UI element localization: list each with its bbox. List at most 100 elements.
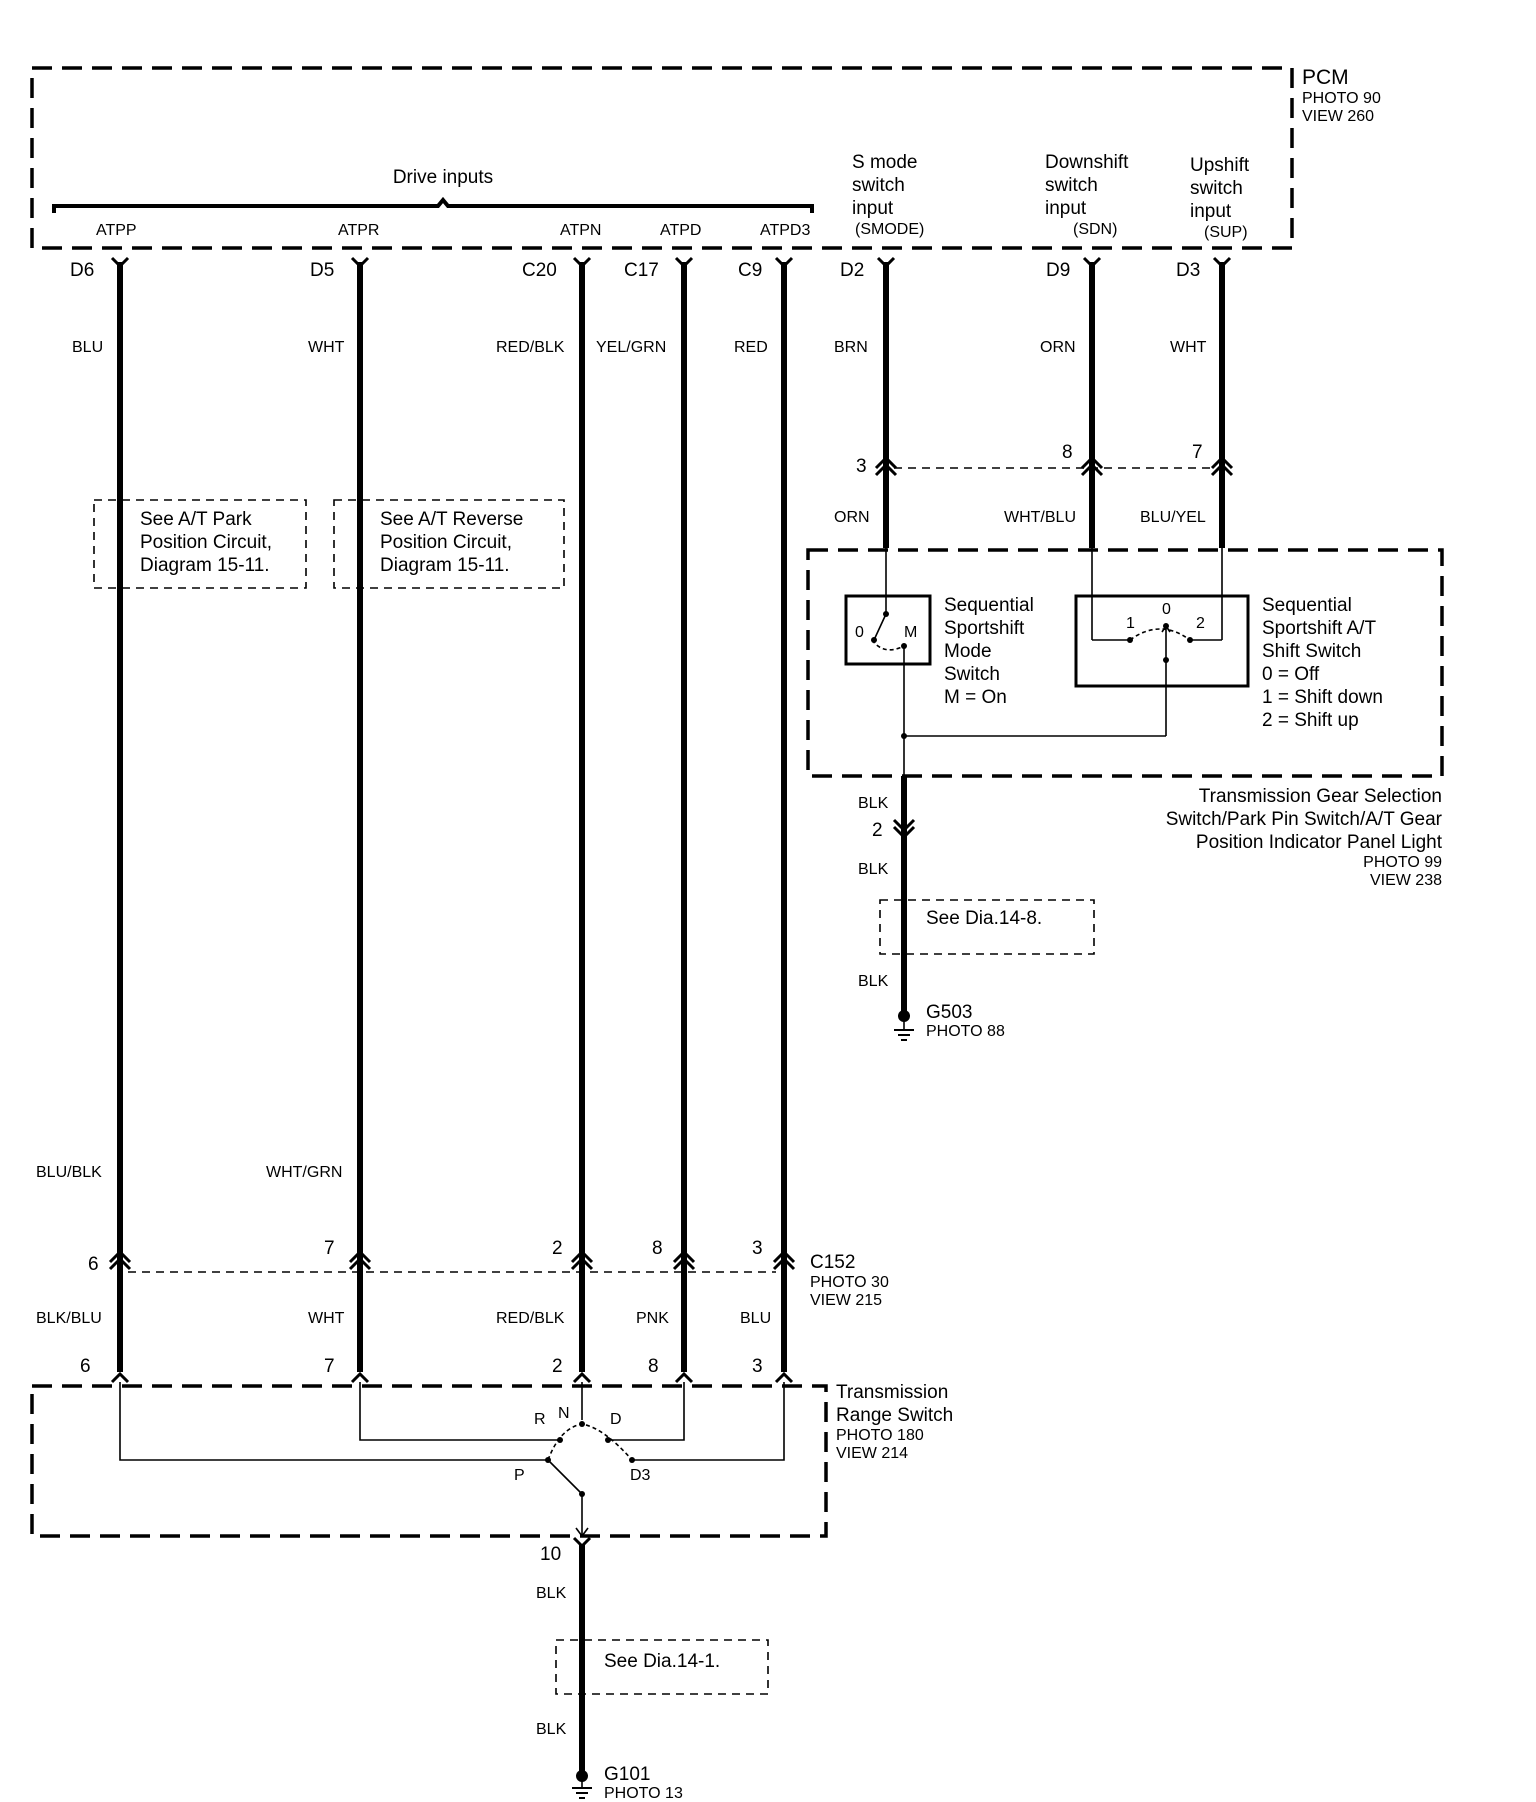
tgs-label: Transmission Gear Selection Switch/Park …	[1166, 786, 1443, 889]
svg-text:input: input	[1190, 201, 1232, 222]
tgs-wire2-color: BLK	[858, 861, 889, 878]
svg-text:Sequential: Sequential	[944, 595, 1034, 616]
svg-text:Transmission: Transmission	[836, 1382, 948, 1403]
c152-photo: PHOTO 30	[810, 1274, 889, 1291]
color-blu-blk: BLU/BLK	[36, 1164, 102, 1181]
svg-text:Downshift: Downshift	[1045, 152, 1129, 173]
trs-pos-p: P	[514, 1467, 525, 1484]
upper-connector-pins	[874, 455, 1234, 477]
smode-input-label: S mode switch input (SMODE)	[852, 152, 924, 238]
svg-text:2 = Shift up: 2 = Shift up	[1262, 710, 1359, 731]
svg-text:Mode: Mode	[944, 641, 992, 662]
trs-pin-3: 3	[752, 1356, 763, 1377]
shift-switch-box	[1074, 594, 1250, 688]
svg-text:(SMODE): (SMODE)	[855, 221, 924, 238]
tgs-assembly-box	[806, 548, 1444, 778]
color-yel-grn: YEL/GRN	[596, 339, 666, 356]
terminal-d3: D3	[1176, 260, 1200, 281]
sdn-input-label: Downshift switch input (SDN)	[1045, 152, 1129, 238]
signal-atpd3: ATPD3	[760, 222, 810, 239]
terminal-c17: C17	[624, 260, 659, 281]
svg-text:Sportshift: Sportshift	[944, 618, 1025, 639]
svg-text:1 = Shift down: 1 = Shift down	[1262, 687, 1383, 708]
see-dia-14-8-box	[879, 899, 1095, 955]
pcm-title: PCM	[1302, 66, 1349, 89]
svg-text:switch: switch	[1190, 178, 1243, 199]
trs-pos-d: D	[610, 1411, 622, 1428]
svg-text:Switch/Park Pin Switch/A/T Gea: Switch/Park Pin Switch/A/T Gear	[1166, 809, 1443, 830]
g101-ground-icon	[572, 1770, 592, 1799]
trs-label: Transmission Range Switch PHOTO 180 VIEW…	[836, 1382, 953, 1462]
shift-switch-contacts	[1091, 548, 1223, 736]
trs-pin-2: 2	[552, 1356, 563, 1377]
see-reverse-box	[333, 499, 565, 589]
svg-text:Upshift: Upshift	[1190, 155, 1250, 176]
svg-text:input: input	[1045, 198, 1087, 219]
pcm-view: VIEW 260	[1302, 108, 1374, 125]
mode-switch-off: 0	[855, 624, 864, 641]
see-dia-14-8: See Dia.14-8.	[926, 908, 1042, 929]
trs-pos-n: N	[558, 1405, 570, 1422]
c152-pin-3: 3	[752, 1238, 763, 1259]
shift-switch-label: Sequential Sportshift A/T Shift Switch 0…	[1262, 595, 1383, 731]
see-dia-14-1: See Dia.14-1.	[604, 1651, 720, 1672]
g503-ground-icon	[894, 1010, 914, 1041]
color-red-blk: RED/BLK	[496, 339, 565, 356]
svg-text:Shift Switch: Shift Switch	[1262, 641, 1361, 662]
svg-text:0 = Off: 0 = Off	[1262, 664, 1320, 685]
terminal-c20: C20	[522, 260, 557, 281]
svg-text:switch: switch	[852, 175, 905, 196]
shift-pos-0: 0	[1162, 601, 1171, 618]
c152-pin-6: 6	[88, 1254, 99, 1275]
color-orn-below: ORN	[834, 509, 870, 526]
color-red-blk-low: RED/BLK	[496, 1310, 565, 1327]
conn-pin-3: 3	[856, 456, 867, 477]
shift-pos-1: 1	[1126, 615, 1135, 632]
terminal-d5: D5	[310, 260, 334, 281]
g101-photo: PHOTO 13	[604, 1785, 683, 1802]
see-reverse-text: See A/T Reverse Position Circuit, Diagra…	[380, 509, 523, 576]
svg-text:Diagram 15-11.: Diagram 15-11.	[380, 555, 510, 576]
mode-switch-on: M	[904, 624, 917, 641]
see-park-box	[93, 499, 307, 589]
svg-text:Sportshift A/T: Sportshift A/T	[1262, 618, 1376, 639]
drive-inputs-label: Drive inputs	[393, 167, 493, 188]
svg-text:switch: switch	[1045, 175, 1098, 196]
svg-text:(SDN): (SDN)	[1073, 221, 1117, 238]
signal-atpd: ATPD	[660, 222, 701, 239]
svg-text:PHOTO 99: PHOTO 99	[1363, 854, 1442, 871]
pcm-box	[30, 66, 1294, 250]
color-blu: BLU	[72, 339, 103, 356]
svg-text:Position Circuit,: Position Circuit,	[140, 532, 272, 553]
color-wht: WHT	[308, 339, 345, 356]
sup-input-label: Upshift switch input (SUP)	[1190, 155, 1250, 241]
svg-text:input: input	[852, 198, 894, 219]
color-pnk: PNK	[636, 1310, 669, 1327]
trs-internal-wiring	[119, 1382, 785, 1538]
trs-wire2-color: BLK	[536, 1721, 567, 1738]
color-wht-grn: WHT/GRN	[266, 1164, 342, 1181]
terminal-c9: C9	[738, 260, 762, 281]
color-wht-sup: WHT	[1170, 339, 1207, 356]
color-blk-blu: BLK/BLU	[36, 1310, 102, 1327]
svg-text:See A/T Park: See A/T Park	[140, 509, 252, 530]
svg-text:Position Indicator Panel Light: Position Indicator Panel Light	[1196, 832, 1443, 853]
mode-switch-box	[844, 594, 932, 666]
g503-name: G503	[926, 1002, 972, 1023]
c152-pin-7: 7	[324, 1238, 335, 1259]
color-brn: BRN	[834, 339, 868, 356]
conn-pin-8: 8	[1062, 442, 1073, 463]
c152-view: VIEW 215	[810, 1292, 882, 1309]
svg-text:Sequential: Sequential	[1262, 595, 1352, 616]
color-wht-blu: WHT/BLU	[1004, 509, 1076, 526]
tgs-pin2: 2	[872, 820, 883, 841]
svg-text:M = On: M = On	[944, 687, 1007, 708]
svg-text:Range Switch: Range Switch	[836, 1405, 953, 1426]
shift-pos-2: 2	[1196, 615, 1205, 632]
signal-atpn: ATPN	[560, 222, 601, 239]
color-red: RED	[734, 339, 768, 356]
color-blu-low: BLU	[740, 1310, 771, 1327]
c152-name: C152	[810, 1252, 855, 1273]
g503-photo: PHOTO 88	[926, 1023, 1005, 1040]
trs-box	[30, 1384, 828, 1538]
